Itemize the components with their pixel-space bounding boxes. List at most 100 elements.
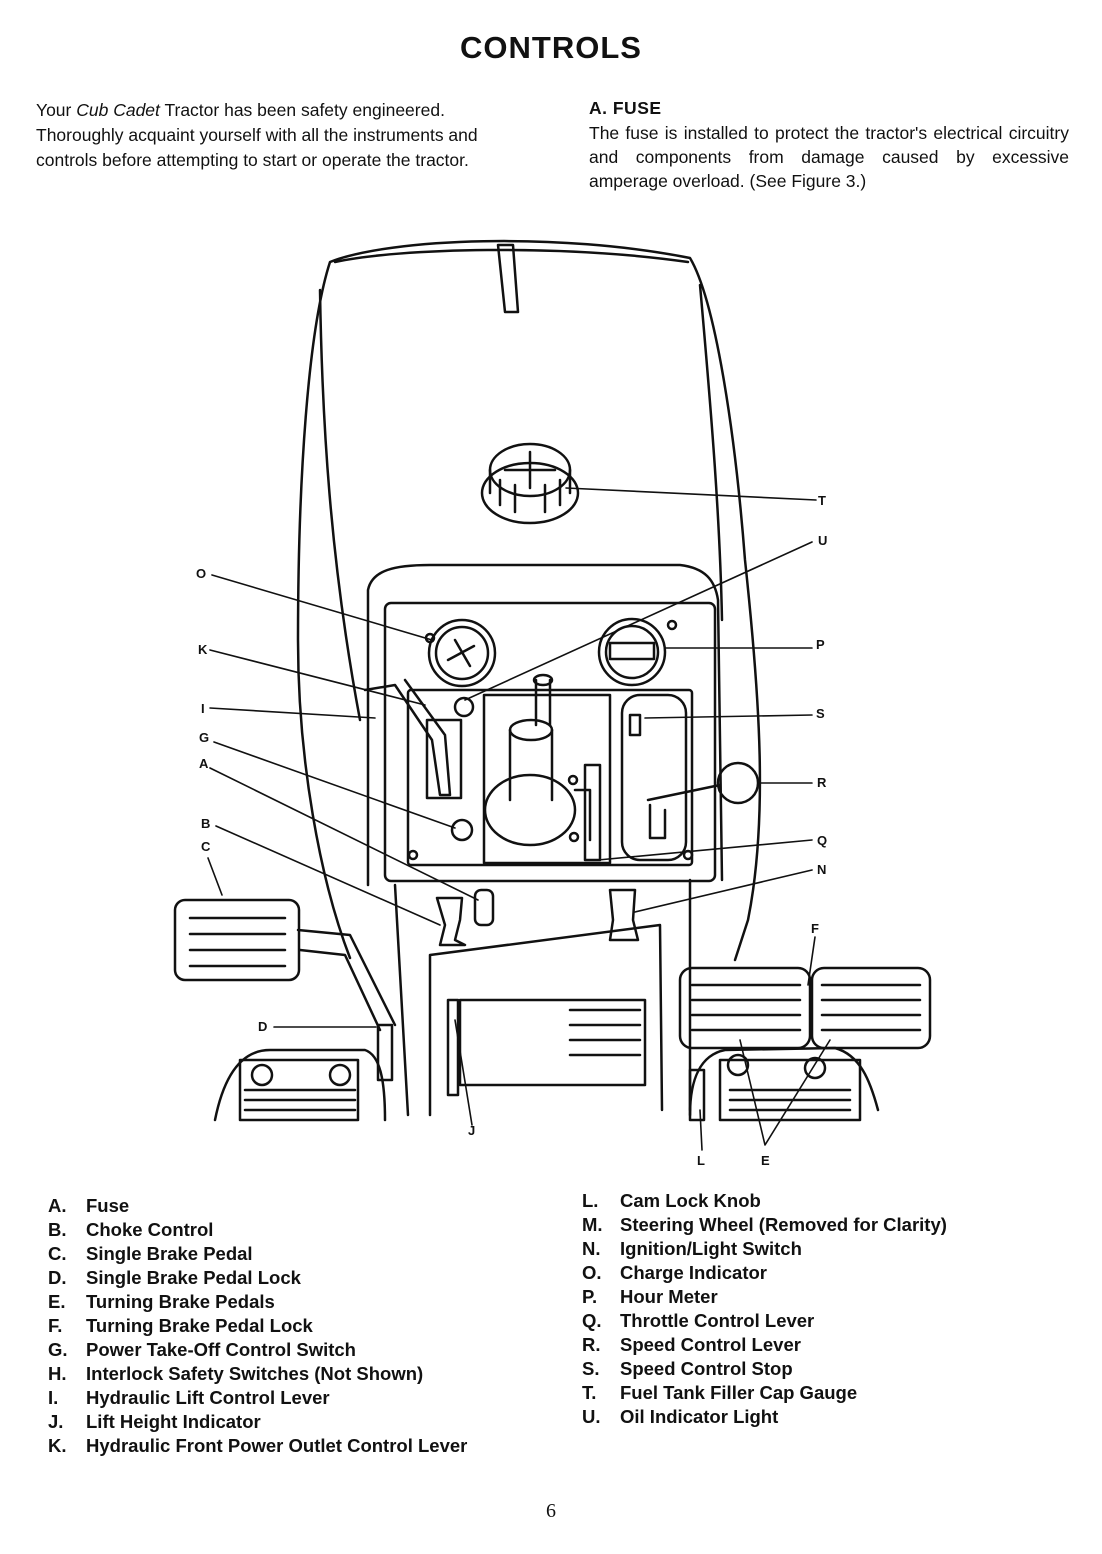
legend-label: Single Brake Pedal Lock [86,1267,301,1288]
legend-letter: S. [582,1358,600,1379]
legend-item: J.Lift Height Indicator [48,1410,467,1434]
legend-label: Oil Indicator Light [620,1406,779,1427]
speed-lever-knob [716,761,760,805]
callout-K: K [198,642,208,657]
legend-letter: M. [582,1214,603,1235]
fuse-heading: A. FUSE [589,98,662,118]
legend-letter: P. [582,1286,598,1307]
legend-letter: K. [48,1435,67,1456]
callout-U: U [818,533,828,548]
hood-top-curve [333,248,690,264]
legend-item: P. Hour Meter [582,1285,947,1309]
legend-item: M. Steering Wheel (Removed for Clarity) [582,1213,947,1237]
legend-item: N.Ignition/Light Switch [582,1237,947,1261]
legend-label: Fuse [86,1195,130,1216]
legend-letter: G. [48,1339,68,1360]
legend-item: F. Turning Brake Pedal Lock [48,1314,467,1338]
callout-E: E [761,1153,770,1168]
legend-label: Hour Meter [620,1286,718,1307]
callout-F: F [811,921,819,936]
legend-label: Fuel Tank Filler Cap Gauge [620,1382,858,1403]
legend-item: U.Oil Indicator Light [582,1405,947,1429]
right-footrest [688,1046,880,1117]
legend-label: Steering Wheel (Removed for Clarity) [620,1214,947,1235]
legend-label: Power Take-Off Control Switch [86,1339,356,1360]
brake-arm [296,928,397,1032]
turning-brake-pedal-left [678,966,812,1050]
callout-D: D [258,1019,268,1034]
callout-I: I [201,701,205,716]
callout-C: C [201,839,211,854]
legend-letter: T. [582,1382,597,1403]
hood-outline [296,239,762,962]
page-title: CONTROLS [460,30,642,65]
callout-G: G [199,730,210,745]
legend-letter: L. [582,1190,599,1211]
legend-label: Hydraulic Lift Control Lever [86,1387,330,1408]
throttle-lever [573,763,602,862]
tractor-dash-illustration [173,239,932,1151]
legend-letter: E. [48,1291,66,1312]
left-footrest [213,1048,387,1122]
lift-height-indicator [446,998,460,1097]
legend-item: D. Single Brake Pedal Lock [48,1266,467,1290]
turning-brake-pedal-right [810,966,932,1050]
legend-letter: Q. [582,1310,602,1331]
speed-control-lever [646,783,722,840]
legend-item: C. Single Brake Pedal [48,1242,467,1266]
callout-R: R [817,775,827,790]
legend-label: Interlock Safety Switches (Not Shown) [86,1363,424,1384]
legend-letter: A. [48,1195,67,1216]
brake-pedal-lock [376,1023,394,1082]
steering-column [483,673,577,847]
legend-item: I. Hydraulic Lift Control Lever [48,1386,467,1410]
hood-vent [496,243,520,314]
legend-item: K. Hydraulic Front Power Outlet Control L… [48,1434,467,1458]
legend-label: Turning Brake Pedal Lock [86,1315,313,1336]
pto-switch [450,818,474,842]
oil-light [453,696,475,718]
legend-label: Turning Brake Pedals [86,1291,275,1312]
legend-item: T. Fuel Tank Filler Cap Gauge [582,1381,947,1405]
legend-label: Lift Height Indicator [86,1411,261,1432]
intro-paragraph: Your Cub Cadet Tractor has been safety e… [36,98,518,173]
cam-lock-knob [688,1068,706,1122]
intro-brand: Cub Cadet [76,100,160,120]
legend-item: S. Speed Control Stop [582,1357,947,1381]
legend-letter: C. [48,1243,67,1264]
callout-J: J [468,1123,476,1138]
legend-letter: I. [48,1387,59,1408]
lever-slot-left [425,718,463,800]
speed-lever-slot [620,693,688,862]
callout-O: O [196,566,207,581]
legend-label: Cam Lock Knob [620,1190,761,1211]
single-brake-pedal [173,898,301,982]
steering-column-box [482,693,612,865]
legend-item: L. Cam Lock Knob [582,1189,947,1213]
legend-label: Speed Control Stop [620,1358,793,1379]
legend-label: Single Brake Pedal [86,1243,253,1264]
legend-item: E. Turning Brake Pedals [48,1290,467,1314]
fuel-cap-gauge [480,442,580,525]
legend-letter: O. [582,1262,602,1283]
callout-B: B [201,816,211,831]
hour-meter-gauge [597,617,678,687]
callout-N: N [817,862,827,877]
legend-letter: F. [48,1315,63,1336]
legend-item: H.Interlock Safety Switches (Not Shown) [48,1362,467,1386]
legend-right: L. Cam Lock Knob M. Steering Wheel (Remove… [582,1189,947,1429]
callout-S: S [816,706,825,721]
legend-label: Choke Control [86,1219,214,1240]
legend-label: Charge Indicator [620,1262,767,1283]
console-plate [458,998,647,1087]
legend-item: B.Choke Control [48,1218,467,1242]
legend-letter: D. [48,1267,67,1288]
legend-left: A. Fuse B.Choke Control C. Single Brake Pe… [48,1194,467,1458]
legend-item: A. Fuse [48,1194,467,1218]
legend-item: G. Power Take-Off Control Switch [48,1338,467,1362]
legend-item: R.Speed Control Lever [582,1333,947,1357]
callout-A: A [199,756,209,771]
legend-label: Hydraulic Front Power Outlet Control Lev… [86,1435,468,1456]
choke-control [435,896,467,947]
legend-label: Throttle Control Lever [620,1310,815,1331]
